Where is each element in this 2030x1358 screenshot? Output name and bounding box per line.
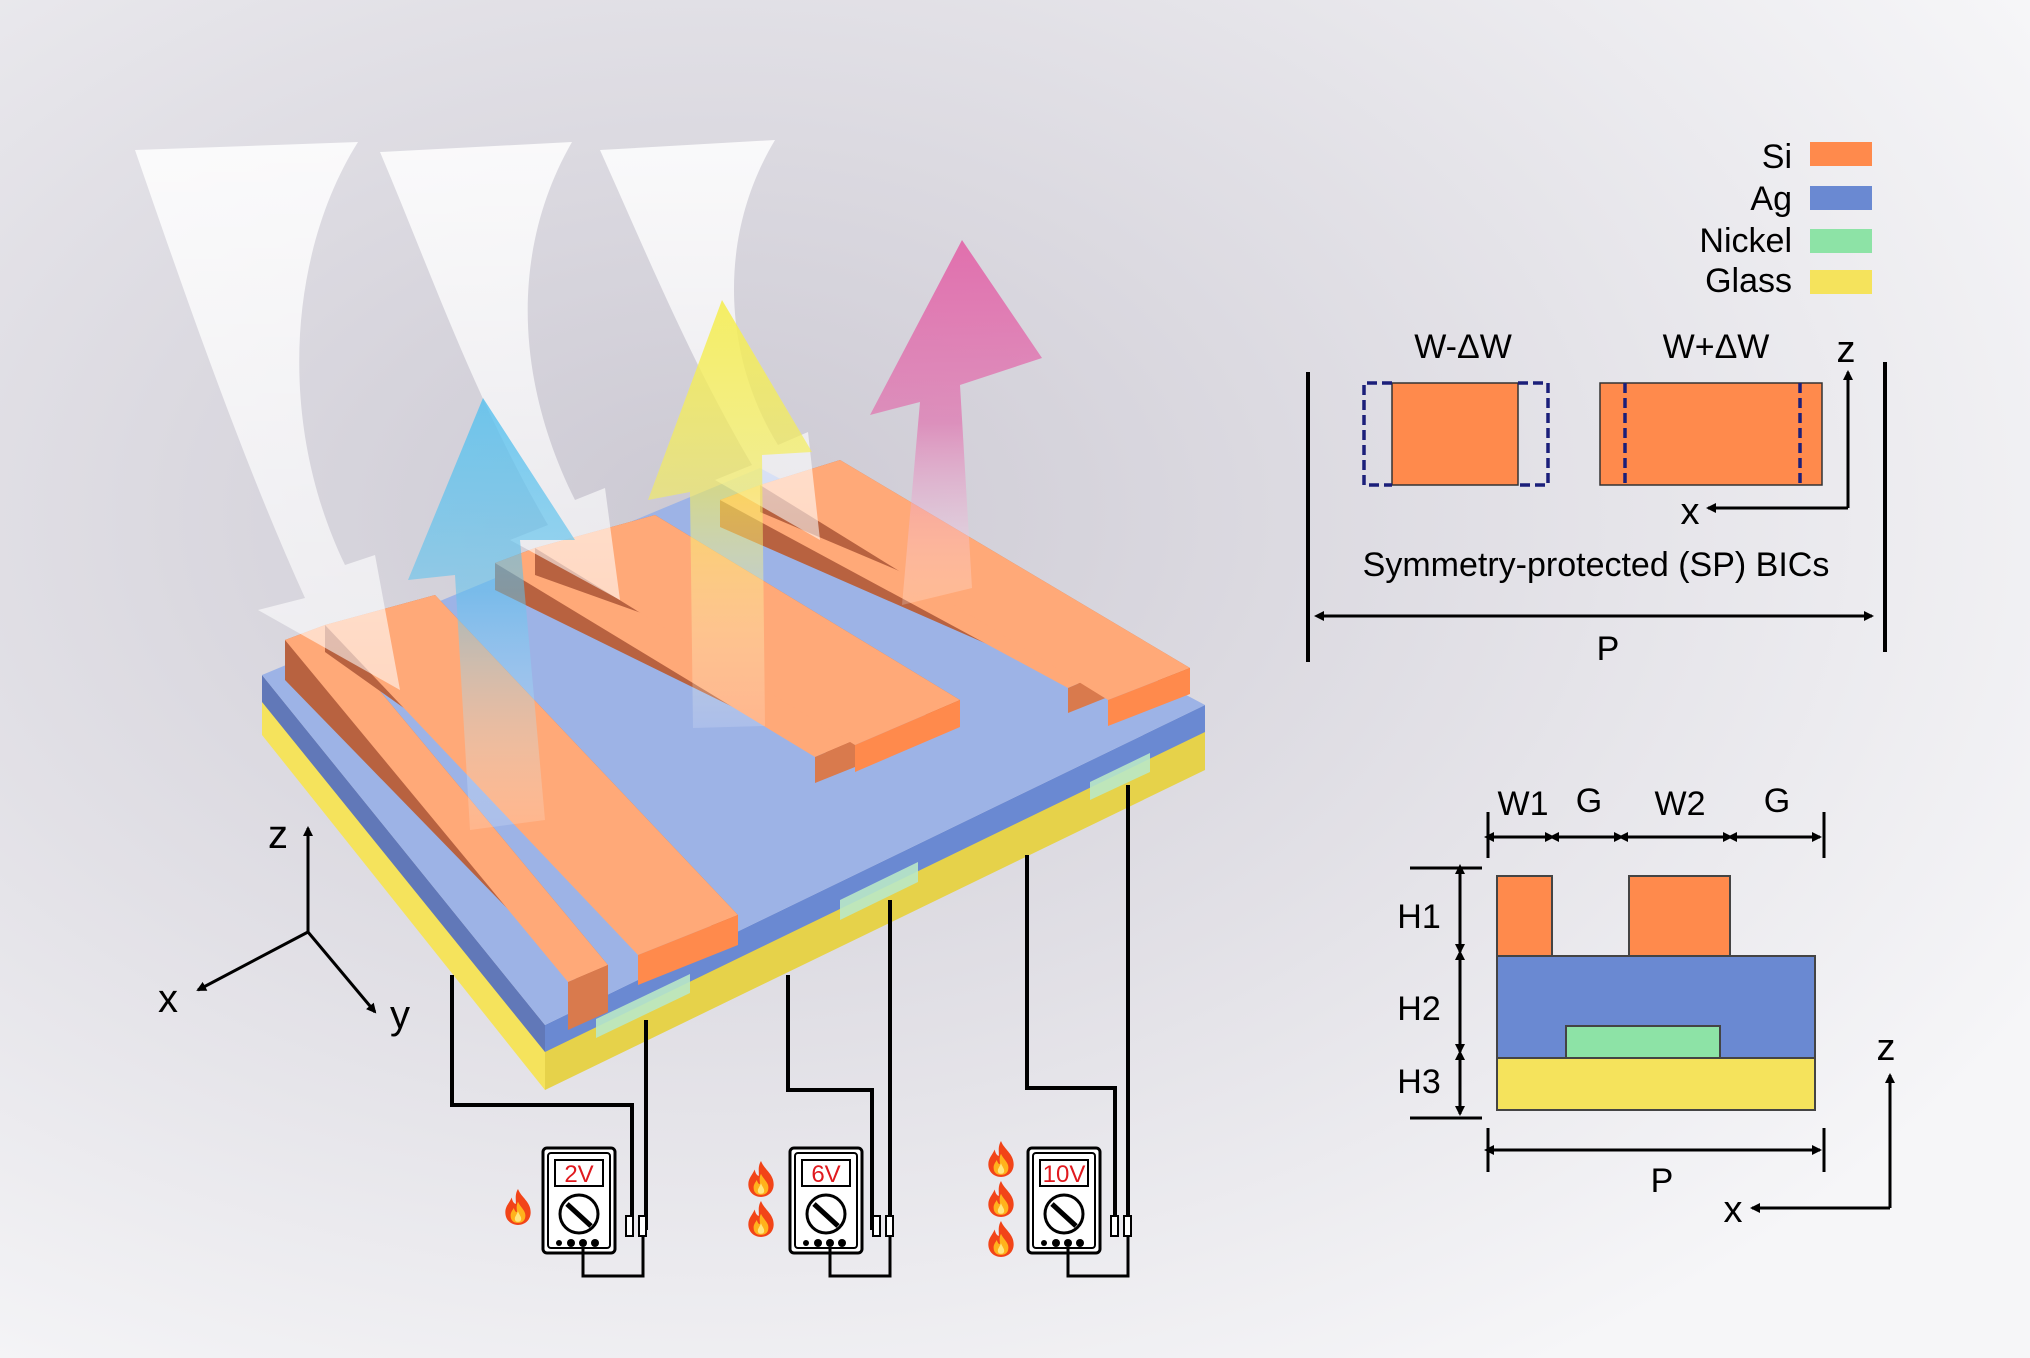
device-axis-z-label: z [268, 813, 288, 857]
bic-left-dashed-outline-right [1518, 381, 1550, 487]
bic-right-label: W+ΔW [1663, 328, 1770, 366]
bic-period-label: P [1597, 630, 1620, 668]
incident-arrow-2 [380, 142, 620, 600]
bic-panel: W-ΔW W+ΔW z x Symmetry-protected (SP) BI… [1306, 328, 1887, 668]
cs-h1-label: H1 [1397, 898, 1440, 936]
bic-left-dashed-outline-left [1362, 381, 1392, 487]
legend-label-si: Si [1762, 138, 1792, 176]
voltmeter-2: 6V [788, 1146, 894, 1278]
voltmeter-1-reading: 2V [564, 1161, 593, 1188]
cs-si-bar-w2 [1628, 875, 1731, 957]
cs-period-label: P [1651, 1162, 1674, 1200]
nickel-strip-3 [1090, 753, 1150, 800]
cs-axis-x-label: x [1724, 1189, 1743, 1231]
cs-w1-label: W1 [1498, 785, 1549, 823]
cross-section-panel: W1 G W2 G H1 H2 H3 P z x [1397, 782, 1895, 1231]
emitted-arrow-blue [408, 398, 575, 830]
cs-g1-label: G [1576, 782, 1602, 820]
incident-arrow-1 [135, 142, 400, 690]
voltmeter-1: 2V [541, 1146, 647, 1278]
cs-w2-label: W2 [1655, 785, 1706, 823]
device-axis-x-label: x [158, 977, 178, 1021]
bic-caption: Symmetry-protected (SP) BICs [1363, 546, 1830, 584]
voltmeter-2-reading: 6V [811, 1161, 840, 1188]
bic-left-label: W-ΔW [1414, 328, 1512, 366]
glass-layer-front [262, 690, 545, 1090]
cs-g2-label: G [1764, 782, 1790, 820]
nickel-strip-1 [596, 974, 690, 1038]
legend-swatch-si [1810, 142, 1872, 166]
ag-layer-front [262, 675, 545, 1052]
voltmeter-3: 10V [1026, 1146, 1132, 1278]
device-axes: z x y [158, 813, 410, 1037]
cs-axis-z-label: z [1877, 1027, 1896, 1069]
glass-layer-right [545, 725, 1205, 1090]
bic-left-si-block [1391, 382, 1519, 486]
cs-nickel-electrode [1565, 1025, 1721, 1059]
bic-axis-z-label: z [1837, 329, 1856, 371]
nickel-strip-2 [840, 862, 918, 920]
cs-si-bar-w1 [1496, 875, 1553, 957]
ag-layer-right [545, 705, 1205, 1052]
voltmeter-3-reading: 10V [1043, 1161, 1086, 1188]
legend-swatch-ag [1810, 186, 1872, 210]
legend-label-glass: Glass [1705, 262, 1792, 300]
emitted-light-arrows [408, 240, 1042, 830]
cs-glass-layer [1496, 1057, 1816, 1111]
legend-swatch-glass [1810, 270, 1872, 294]
legend: Si Ag Nickel Glass [1699, 138, 1872, 300]
emitted-arrow-yellow [648, 300, 812, 728]
device-axis-y-label: y [390, 993, 410, 1037]
bic-axis-x-label: x [1681, 491, 1700, 533]
wires [450, 785, 1130, 1230]
legend-label-nickel: Nickel [1699, 222, 1792, 260]
cs-h3-label: H3 [1397, 1063, 1440, 1101]
legend-label-ag: Ag [1750, 180, 1792, 218]
bic-right-si-block [1599, 382, 1823, 486]
emitted-arrow-pink [870, 240, 1042, 605]
legend-swatch-nickel [1810, 229, 1872, 253]
cs-h2-label: H2 [1397, 990, 1440, 1028]
